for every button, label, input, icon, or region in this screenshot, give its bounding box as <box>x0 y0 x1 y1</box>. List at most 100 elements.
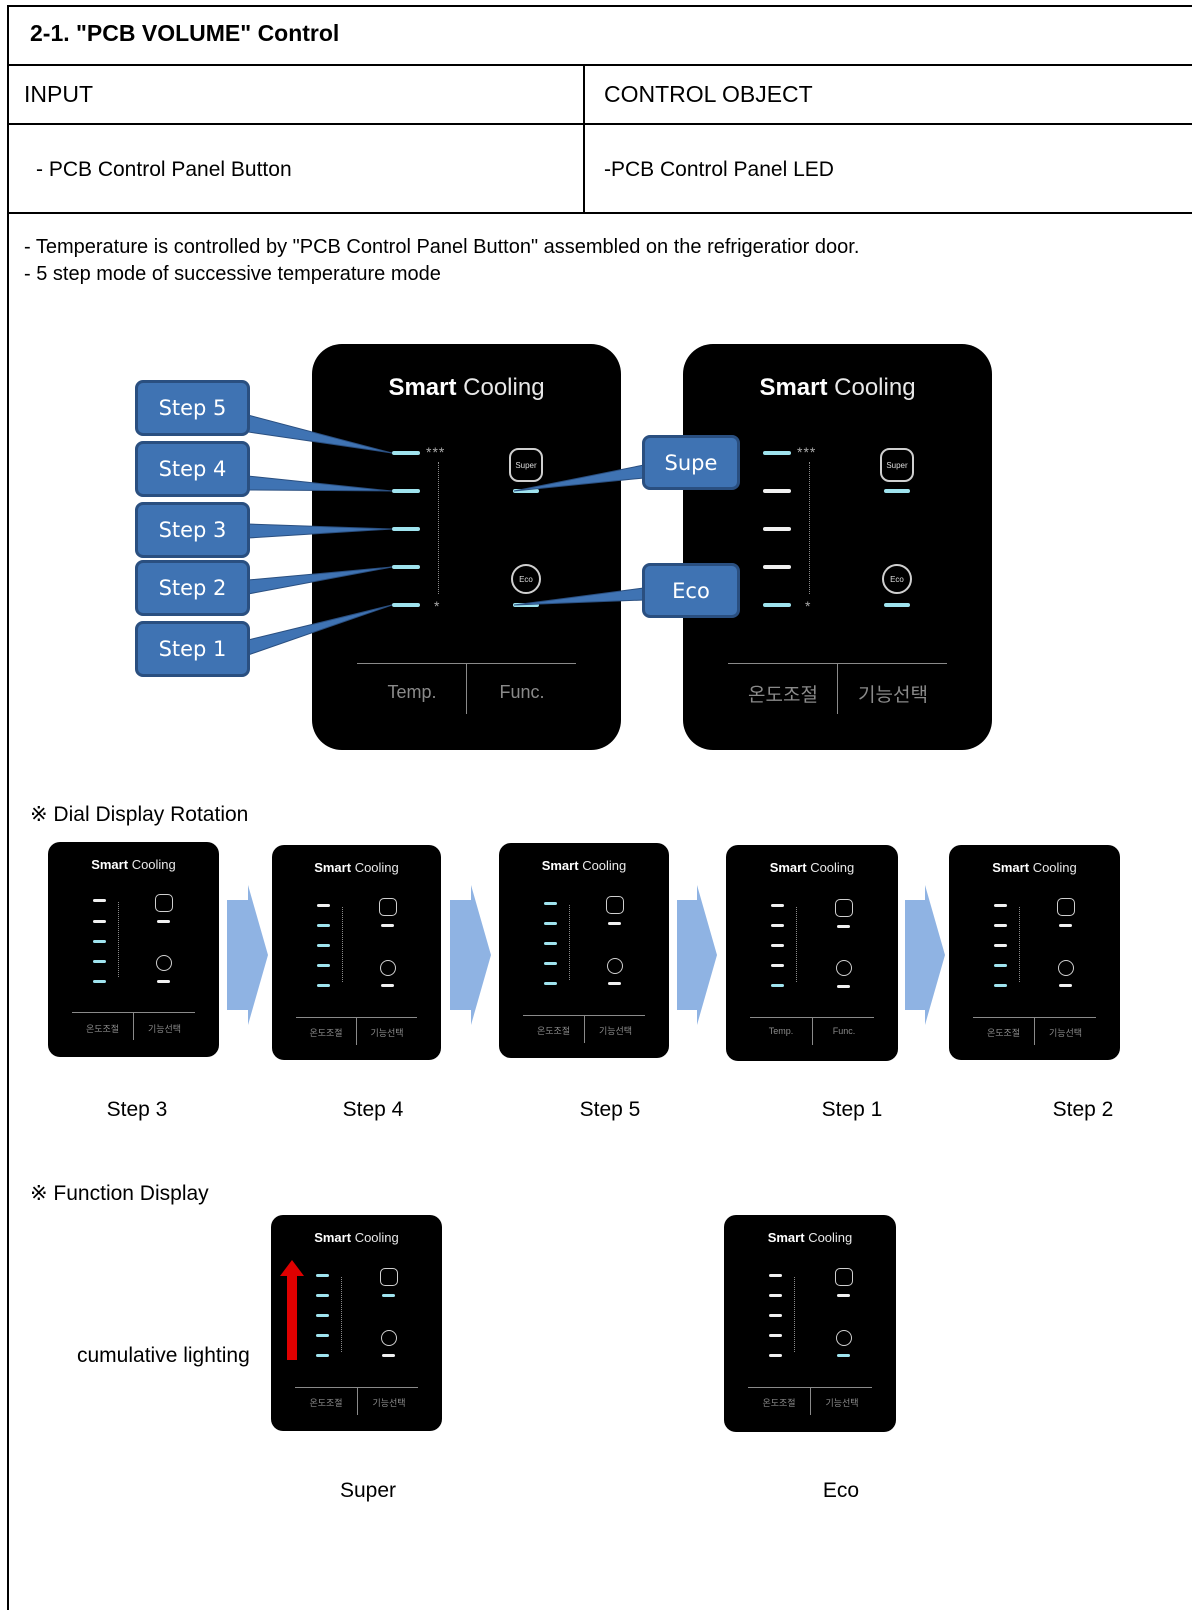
control-object-header: CONTROL OBJECT <box>604 81 813 107</box>
brand-title: Smart Cooling <box>767 1230 853 1245</box>
led-step-3 <box>392 527 420 531</box>
panel-divider <box>750 1017 874 1018</box>
pointer-eco <box>513 587 645 606</box>
led-step-3 <box>544 942 557 945</box>
control-panel-korean: Smart Cooling *** * Super Eco 온도조절 기능선택 <box>683 344 992 750</box>
led-step-1 <box>763 603 791 607</box>
eco-icon <box>836 1330 852 1346</box>
brand-title: Smart Cooling <box>992 860 1077 875</box>
pointer-step-3 <box>247 523 393 539</box>
eco-icon: Eco <box>511 564 541 594</box>
led-step-5 <box>392 451 420 455</box>
led-step-1 <box>93 980 106 983</box>
eco-icon: Eco <box>882 564 912 594</box>
description-line-2: - 5 step mode of successive temperature … <box>24 263 441 285</box>
super-icon <box>1057 898 1075 916</box>
led-super <box>1059 924 1072 927</box>
step-scale <box>794 1277 795 1352</box>
step-scale <box>341 1277 342 1352</box>
eco-icon <box>156 955 172 971</box>
led-eco <box>381 984 394 987</box>
led-step-3 <box>317 944 330 947</box>
led-step-3 <box>763 527 791 531</box>
super-icon <box>606 896 624 914</box>
led-step-2 <box>93 960 106 963</box>
temp-button-label: 온도조절 <box>986 1028 1021 1038</box>
panel-divider <box>1034 1018 1035 1045</box>
led-step-3 <box>769 1314 782 1317</box>
divider <box>583 64 585 214</box>
led-step-1 <box>544 982 557 985</box>
pointer-step-4 <box>247 475 393 492</box>
led-eco <box>157 980 170 983</box>
rotation-caption: Step 3 <box>106 1098 168 1121</box>
stars-bottom: * <box>805 598 812 614</box>
led-eco <box>884 603 910 607</box>
step-scale <box>1019 907 1020 982</box>
callout-step-1: Step 1 <box>135 621 250 677</box>
led-super <box>884 489 910 493</box>
callout-step-3: Step 3 <box>135 502 250 558</box>
pointer-step-1 <box>247 604 393 656</box>
led-step-3 <box>771 944 784 947</box>
callout-super: Supe <box>642 435 740 490</box>
divider <box>7 64 1192 66</box>
panel-divider <box>837 664 838 714</box>
func-button-label: Func. <box>832 1026 856 1036</box>
temp-button-label: Temp. <box>387 682 437 702</box>
brand-title: Smart Cooling <box>314 1230 399 1245</box>
mini-panel-step-3: Smart Cooling 온도조절 기능선택 <box>48 842 219 1057</box>
section-title: 2-1. "PCB VOLUME" Control <box>30 20 340 46</box>
super-icon <box>155 894 173 912</box>
led-super <box>381 924 394 927</box>
pointer-step-2 <box>247 566 393 595</box>
rotation-caption: Step 1 <box>821 1098 883 1121</box>
led-step-2 <box>769 1334 782 1337</box>
pointer-step-5 <box>247 414 393 454</box>
eco-icon <box>381 1330 397 1346</box>
panel-divider <box>523 1015 645 1016</box>
led-step-5 <box>769 1274 782 1277</box>
led-step-3 <box>994 944 1007 947</box>
mini-panel-step-5: Smart Cooling 온도조절 기능선택 <box>499 843 669 1058</box>
mini-panel-super: Smart Cooling 온도조절 기능선택 <box>271 1215 442 1431</box>
rotation-arrow-1 <box>227 885 268 1025</box>
led-step-1 <box>392 603 420 607</box>
control-object-value: -PCB Control Panel LED <box>604 158 834 181</box>
brand-title: Smart Cooling <box>388 374 545 401</box>
func-button-label: 기능선택 <box>1048 1028 1083 1038</box>
pointer-super <box>513 464 645 492</box>
function-caption-super: Super <box>339 1479 397 1502</box>
step-scale <box>342 907 343 982</box>
panel-divider <box>296 1017 417 1018</box>
step-scale <box>438 462 439 594</box>
mini-panel-step-4: Smart Cooling 온도조절 기능선택 <box>272 845 441 1060</box>
led-step-4 <box>544 922 557 925</box>
temp-button-label: Temp. <box>768 1026 794 1036</box>
led-step-5 <box>317 904 330 907</box>
func-button-label: 기능선택 <box>372 1398 406 1408</box>
led-step-1 <box>316 1354 329 1357</box>
callout-pointers <box>247 414 645 656</box>
led-step-2 <box>392 565 420 569</box>
panel-divider <box>728 663 947 664</box>
description-line-1: - Temperature is controlled by "PCB Cont… <box>24 236 860 258</box>
rotation-arrow-4 <box>905 885 945 1025</box>
led-eco <box>382 1354 395 1357</box>
brand-title: Smart Cooling <box>541 858 627 873</box>
led-step-1 <box>994 984 1007 987</box>
led-step-4 <box>392 489 420 493</box>
cumulative-arrow <box>280 1260 304 1360</box>
panel-divider <box>357 663 576 664</box>
panel-divider <box>973 1017 1096 1018</box>
brand-title: Smart Cooling <box>91 857 176 872</box>
divider <box>7 212 1192 214</box>
led-super <box>837 1294 850 1297</box>
func-button-label: 기능선택 <box>598 1026 633 1036</box>
led-super <box>608 922 621 925</box>
led-step-2 <box>316 1334 329 1337</box>
super-icon <box>380 1268 398 1286</box>
led-step-5 <box>771 904 784 907</box>
brand-title: Smart Cooling <box>759 374 916 401</box>
stars-top: *** <box>797 444 817 460</box>
